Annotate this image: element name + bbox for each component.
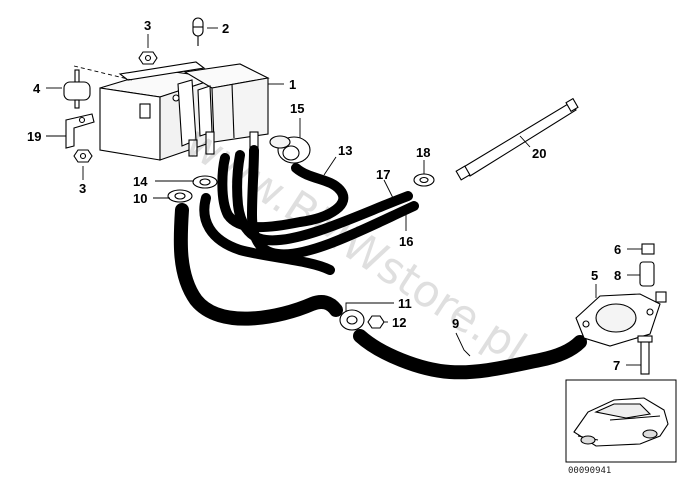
car-outline-icon [573,397,669,447]
hose-clamp-part [413,173,435,187]
callout-15: 15 [290,101,304,116]
callout-20: 20 [532,146,546,161]
grommet-part [269,135,311,164]
bolt-part [192,17,204,46]
callout-12: 12 [392,315,406,330]
hose-clamp-part [192,175,218,189]
callout-5: 5 [591,268,598,283]
pump-part [573,291,667,347]
callout-3-top: 3 [144,18,151,33]
nut-part [641,243,655,255]
callout-7: 7 [613,358,620,373]
callout-4: 4 [33,81,41,96]
callout-labels: 1 2 3 3 4 5 6 7 8 9 10 11 12 13 14 15 16… [27,18,621,373]
bracket-part [65,113,95,149]
callout-13: 13 [338,143,352,158]
pipe-part [455,97,579,181]
callout-14: 14 [133,174,148,189]
hose-clamp-part [167,189,193,203]
callout-17: 17 [376,167,390,182]
callout-8: 8 [614,268,621,283]
callout-19: 19 [27,129,41,144]
callout-2: 2 [222,21,229,36]
callout-11: 11 [398,296,412,311]
leader-lines [46,27,642,366]
callout-10: 10 [133,191,147,206]
vehicle-thumbnail [565,379,677,463]
hose-clip-part [339,309,365,331]
callout-1: 1 [289,77,296,92]
callout-3-bottom: 3 [79,181,86,196]
callout-9: 9 [452,316,459,331]
callout-18: 18 [416,145,430,160]
callout-6: 6 [614,242,621,257]
callout-16: 16 [399,234,413,249]
nut-part [138,51,158,65]
nut-part [367,315,385,329]
heater-unit [99,61,270,161]
nut-part [73,149,93,163]
bolt-part [637,335,653,375]
rubber-mount-part [63,69,91,109]
reference-number: 00090941 [568,466,611,476]
hose-group [173,145,587,380]
bushing-part [639,261,655,287]
